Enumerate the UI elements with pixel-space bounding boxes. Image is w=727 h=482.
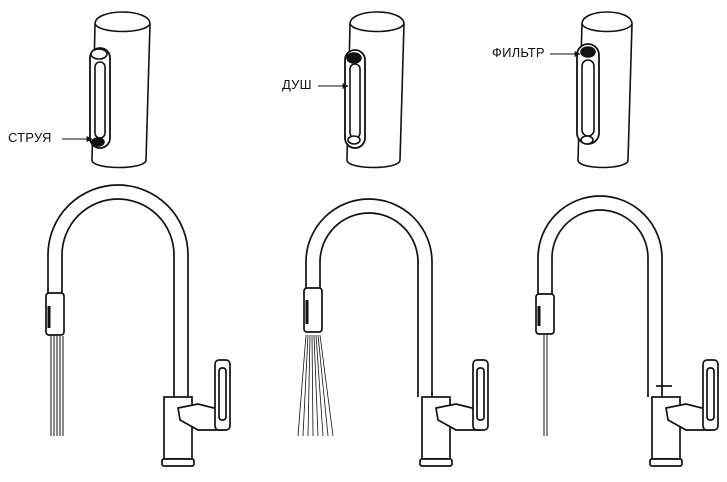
faucet-shower xyxy=(297,198,489,467)
faucet-filter xyxy=(535,195,719,467)
jet-label: СТРУЯ xyxy=(8,130,52,145)
mode-switch-jet xyxy=(89,47,111,149)
faucet-jet xyxy=(45,184,231,467)
mode-switch-filter xyxy=(576,43,600,145)
spray-head-jet xyxy=(89,11,151,169)
spray-head-filter xyxy=(576,11,633,169)
spray-head-shower xyxy=(344,11,405,169)
shower-label: ДУШ xyxy=(282,77,312,92)
filter-label: ФИЛЬТР xyxy=(492,45,545,60)
